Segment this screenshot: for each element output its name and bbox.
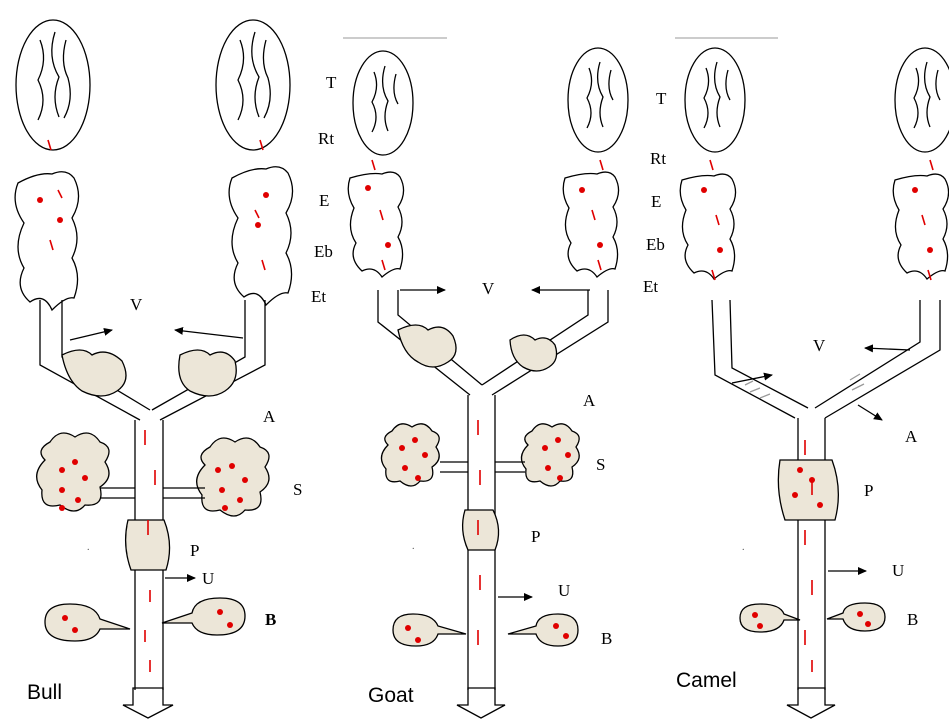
label-et: Et — [643, 278, 658, 295]
label-u: U — [202, 570, 214, 587]
label-s: S — [293, 481, 302, 498]
label-v: V — [130, 296, 142, 313]
animal-name-goat: Goat — [368, 684, 414, 708]
label-t: T — [326, 74, 336, 91]
bulbourethral-right — [827, 603, 885, 631]
label-a: A — [905, 428, 917, 445]
seminal-vesicle-left — [381, 424, 439, 486]
panel-goat — [348, 48, 628, 718]
bulbourethral-left — [740, 604, 800, 632]
epididymis-right — [893, 174, 948, 279]
epididymis-right — [563, 172, 618, 277]
label-b: B — [907, 611, 918, 628]
label-a: A — [583, 392, 595, 409]
epididymis-left — [15, 172, 78, 310]
label-u: U — [892, 562, 904, 579]
bulbourethral-left — [393, 614, 466, 646]
label-eb: Eb — [646, 236, 665, 253]
panel-bull — [15, 20, 292, 718]
testis-right — [568, 48, 628, 152]
label-b: B — [265, 611, 276, 628]
dot-mark: . — [87, 543, 90, 553]
dot-mark: . — [742, 543, 745, 553]
label-e: E — [651, 193, 661, 210]
testis-left — [353, 51, 413, 155]
epididymis-right — [229, 167, 292, 305]
label-p: P — [864, 482, 873, 499]
output-arrow-goat — [457, 688, 505, 718]
label-v: V — [482, 280, 494, 297]
label-p: P — [531, 528, 540, 545]
prostate-camel — [778, 460, 838, 520]
label-t: T — [656, 90, 666, 107]
label-p: P — [190, 542, 199, 559]
urethra-camel — [798, 418, 825, 690]
label-v: V — [813, 337, 825, 354]
label-et: Et — [311, 288, 326, 305]
label-u: U — [558, 582, 570, 599]
animal-name-camel: Camel — [676, 669, 737, 693]
seminal-vesicle-left — [37, 433, 109, 511]
label-eb: Eb — [314, 243, 333, 260]
epididymis-left — [348, 172, 403, 277]
label-rt: Rt — [318, 130, 334, 147]
label-s: S — [596, 456, 605, 473]
bulbourethral-right — [162, 598, 245, 635]
epididymis-left — [680, 174, 735, 279]
label-b: B — [601, 630, 612, 647]
output-arrow-bull — [123, 688, 173, 718]
animal-name-bull: Bull — [27, 681, 62, 705]
dot-mark: . — [412, 542, 415, 552]
prostate-goat — [463, 510, 499, 550]
bulbourethral-left — [45, 604, 130, 641]
label-a: A — [263, 408, 275, 425]
testis-left — [685, 48, 745, 152]
label-rt: Rt — [650, 150, 666, 167]
output-arrow-camel — [787, 688, 835, 718]
testis-right — [895, 48, 949, 152]
bulbourethral-right — [508, 614, 578, 646]
seminal-vesicle-right — [197, 438, 269, 516]
label-e: E — [319, 192, 329, 209]
